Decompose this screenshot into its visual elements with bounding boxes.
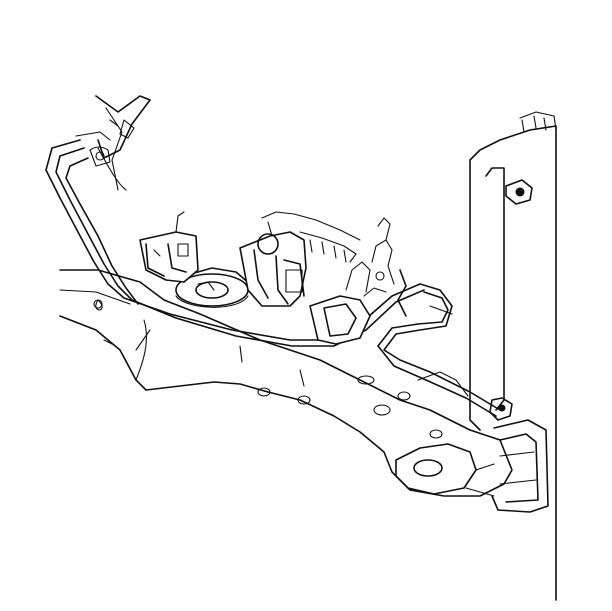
mount-bracket-right xyxy=(239,211,361,307)
brake-lines xyxy=(377,269,501,417)
mount-bracket-left xyxy=(139,211,199,283)
tow-hook xyxy=(395,419,549,513)
radiator-support xyxy=(469,111,557,601)
frame-rail xyxy=(59,269,513,497)
axle-mount xyxy=(309,217,395,345)
fender-inner xyxy=(95,95,151,191)
